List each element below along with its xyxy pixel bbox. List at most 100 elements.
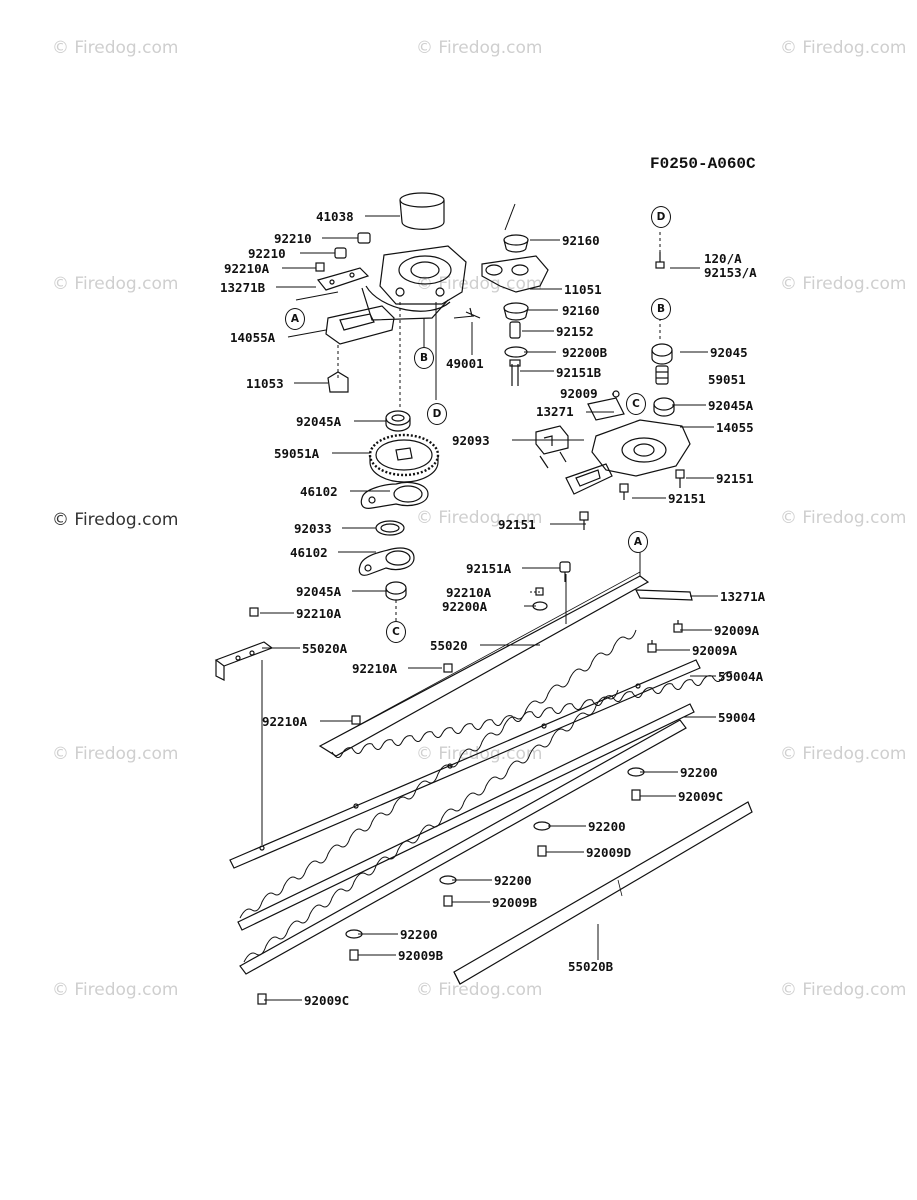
part-label: 59051 [708,372,746,387]
part-92200b-washer [504,346,528,358]
part-92160-upper [503,234,529,253]
part-label: 92045A [296,584,342,599]
part-92045a-bearing-right [653,397,675,417]
part-label: 11051 [564,282,602,297]
strip-13271a [635,589,693,601]
part-92151-bolts [579,469,685,530]
part-46102-lever-1 [360,481,429,509]
part-label: 92009A [692,643,738,658]
part-11053-bracket [327,371,349,393]
part-label: 92045 [710,345,748,360]
part-92045a-bearing-lower [385,581,407,601]
part-49001-screw [465,307,481,319]
part-41038-cup [399,192,445,230]
part-92009-screw [612,390,620,398]
part-92210a-nut-2 [443,663,453,673]
washers-screws-blade [257,767,645,1005]
blade-59004 [239,689,687,975]
leader-lines-right [504,203,714,525]
callout-b-left: B [414,347,434,369]
part-label: 13271B [220,280,266,295]
guard-55020b [453,801,753,985]
part-label: 14055 [716,420,754,435]
blade-55020 [318,571,733,758]
blade-59004a [237,629,695,931]
part-label: 92210 [248,246,286,261]
watermark: © Firedog.com [416,508,543,528]
part-92160-lower [503,302,529,321]
part-label: 92210 [274,231,312,246]
callout-a-top: A [285,308,305,330]
part-label: 92151 [716,471,754,486]
part-label: 92009B [398,948,444,963]
part-label: 55020A [302,641,348,656]
part-label: 92009D [586,845,632,860]
part-label: 92200 [588,819,626,834]
part-92152-sleeve [509,321,521,339]
part-46102-lever-2 [358,547,415,576]
callout-a-blade: A [628,531,648,553]
part-label: 92210A [446,585,492,600]
part-label: 59004A [718,669,764,684]
part-13271b-bracket [316,267,370,291]
part-59051a-gear [368,433,440,483]
watermark: © Firedog.com [52,38,179,58]
watermark: © Firedog.com [52,510,179,530]
part-label: 92210A [352,661,398,676]
bolt-92151a [559,561,571,582]
bar-55020a-long [229,659,701,869]
part-92045-bearing [651,343,673,365]
part-92151b-bolt [509,359,521,386]
part-55020a-plate [214,641,274,681]
watermark: © Firedog.com [780,38,907,58]
part-label: 92033 [294,521,332,536]
callout-c-left: C [386,621,406,643]
part-13271-gasket [587,397,625,421]
part-label: 59051A [274,446,320,461]
nut-92210a-mid [535,587,544,596]
part-14055-housing [565,419,691,495]
part-label: 46102 [290,545,328,560]
part-11051-arm [481,255,549,293]
part-label: 92151 [498,517,536,532]
part-label: 92210A [262,714,308,729]
part-label: 92009B [492,895,538,910]
part-label: 13271 [536,404,574,419]
part-label: 92200A [442,599,488,614]
watermark: © Firedog.com [416,274,543,294]
part-label: 92152 [556,324,594,339]
screws-92009a [647,620,683,653]
part-label: 92200 [400,927,438,942]
part-label: 92009A [714,623,760,638]
watermark: © Firedog.com [52,744,179,764]
part-label: 59004 [718,710,756,725]
leader-lines [260,215,475,845]
watermark: © Firedog.com [52,274,179,294]
part-label: 92009C [678,789,724,804]
watermark: © Firedog.com [780,274,907,294]
part-label: 120/A [704,251,742,266]
part-14055a-plate [325,305,395,345]
part-label: 92151B [556,365,602,380]
washer-92200a [532,601,548,611]
part-label: 92210A [296,606,342,621]
part-92153a-bolt [655,252,665,269]
watermark: © Firedog.com [780,980,907,1000]
part-label: 92151 [668,491,706,506]
part-92045a-bearing [385,410,411,432]
callout-d-left: D [427,403,447,425]
part-label: 49001 [446,356,484,371]
part-label: 92151A [466,561,512,576]
part-label: 92045A [708,398,754,413]
watermark: © Firedog.com [780,508,907,528]
part-label: 46102 [300,484,338,499]
part-label: 55020 [430,638,468,653]
part-label: 92093 [452,433,490,448]
part-92210a-nut-3 [351,715,361,725]
part-label: 92200 [680,765,718,780]
part-label: 92045A [296,414,342,429]
part-label: 41038 [316,209,354,224]
diagram-code: F0250-A060C [650,155,756,173]
